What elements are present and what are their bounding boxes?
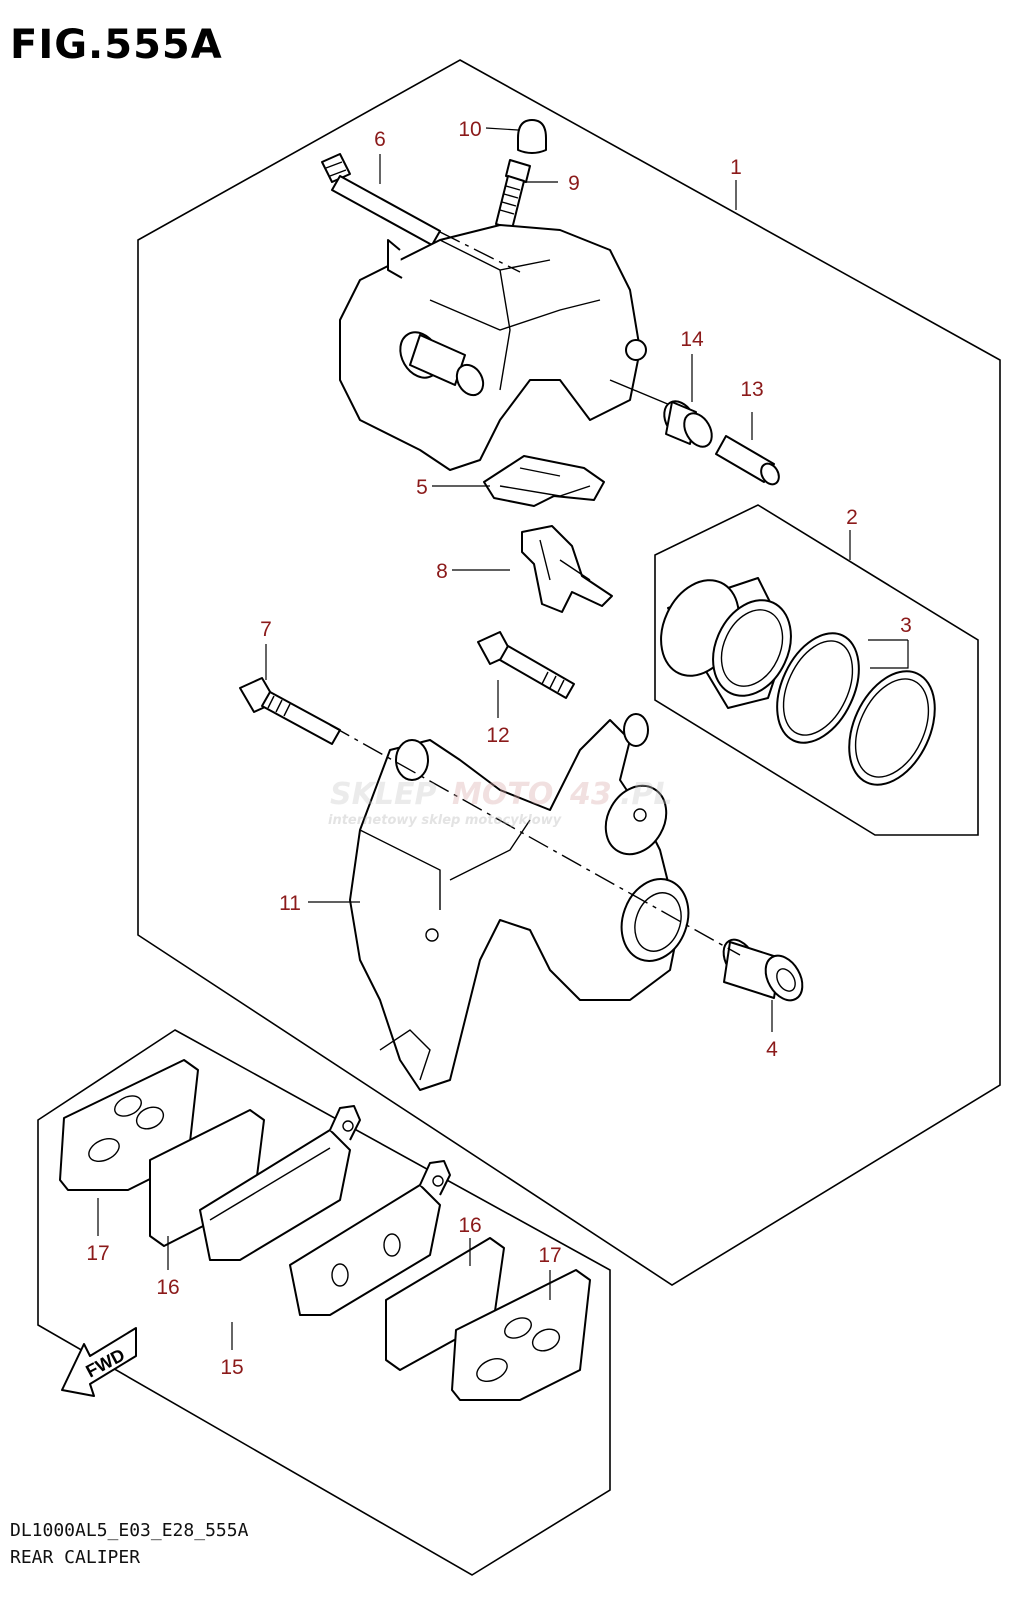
shim-17-right [451, 1269, 591, 1401]
callout-12: 12 [486, 724, 509, 747]
model-code: DL1000AL5_E03_E28_555A [10, 1520, 249, 1541]
callout-15: 15 [220, 1356, 243, 1379]
callout-17-right: 17 [538, 1244, 561, 1267]
watermark-tagline: internetowy sklep motocyklowy [328, 813, 562, 828]
piston-kit-frame [654, 504, 979, 836]
bracket-boot [722, 938, 804, 1002]
callout-4: 4 [766, 1038, 778, 1061]
callout-6: 6 [374, 128, 386, 151]
callout-16-right: 16 [458, 1214, 481, 1237]
caliper-bolt-12 [477, 631, 575, 699]
caliper-bracket [349, 713, 690, 1091]
bleeder-cap [517, 119, 547, 154]
callout-5: 5 [416, 476, 428, 499]
callout-14: 14 [680, 328, 704, 351]
piston [660, 577, 792, 709]
pin-sleeve [715, 435, 780, 486]
pad-right [289, 1160, 451, 1316]
callout-9: 9 [568, 172, 580, 195]
callout-11: 11 [279, 892, 301, 915]
caliper-bolt-7 [239, 677, 341, 745]
watermark: SKLEP MOTO 43 .PL internetowy sklep moto… [328, 777, 673, 828]
caliper-assembly-frame [137, 59, 1001, 1286]
watermark-brand-b: MOTO [452, 777, 553, 812]
pad-retainer [521, 525, 613, 613]
figure-name: REAR CALIPER [10, 1547, 141, 1568]
pin-axis-line-upper [439, 231, 521, 273]
callout-16-left: 16 [156, 1276, 179, 1299]
callout-1: 1 [730, 156, 742, 179]
pin-boot [663, 400, 713, 448]
pad-set-frame [37, 1029, 611, 1576]
callout-10: 10 [458, 118, 481, 141]
caliper-body [339, 224, 671, 471]
bleeder-valve [495, 159, 531, 230]
pad-left [199, 1105, 361, 1261]
caliper-pin [321, 153, 441, 246]
callout-7: 7 [260, 618, 272, 641]
fwd-arrow-icon: FWD [61, 1327, 137, 1397]
pad-spring [483, 455, 605, 507]
figure-title: FIG.555A [10, 22, 223, 68]
callout-13: 13 [740, 378, 763, 401]
piston-seals [776, 632, 936, 786]
pin-axis-line [329, 724, 741, 956]
callout-8: 8 [436, 560, 448, 583]
callout-17-left: 17 [86, 1242, 109, 1265]
watermark-brand-d: .PL [620, 777, 673, 812]
callout-2: 2 [846, 506, 858, 529]
leader-lines [97, 127, 909, 1350]
watermark-brand-c: 43 [569, 777, 612, 812]
watermark-brand-a: SKLEP [330, 777, 436, 812]
callout-3: 3 [900, 614, 912, 637]
